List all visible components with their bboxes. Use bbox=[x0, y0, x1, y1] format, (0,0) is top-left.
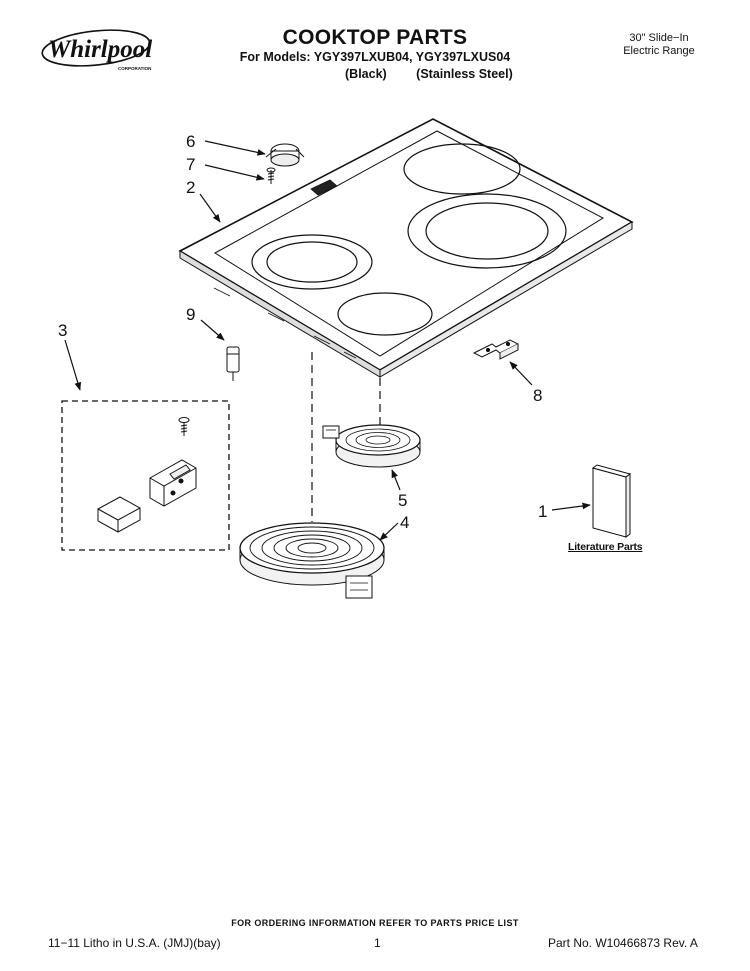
coil-element-large bbox=[239, 522, 385, 599]
callout-5: 5 bbox=[398, 491, 407, 510]
assembly-lines bbox=[311, 352, 381, 522]
range-type: 30" Slide−In Electric Range bbox=[604, 32, 714, 58]
models-line: For Models: YGY397LXUB04, YGY397LXUS04 bbox=[239, 50, 511, 64]
page-title: COOKTOP PARTS bbox=[282, 26, 468, 49]
bracket bbox=[472, 339, 520, 360]
variant-stainless: (Stainless Steel) bbox=[416, 67, 513, 81]
callout-8: 8 bbox=[533, 386, 542, 405]
callout-4: 4 bbox=[400, 513, 409, 532]
callout-3: 3 bbox=[58, 321, 67, 340]
radiant-element-small bbox=[322, 424, 421, 468]
screw bbox=[266, 167, 276, 184]
cooktop-glass bbox=[178, 118, 634, 378]
range-type-line1: 30" Slide−In bbox=[629, 32, 689, 44]
leader-arrows bbox=[64, 140, 591, 541]
callout-7: 7 bbox=[186, 155, 195, 174]
part-number: Part No. W10466873 Rev. A bbox=[548, 936, 698, 950]
whirlpool-logo: Whirlpool CORPORATION bbox=[41, 29, 152, 71]
brand-wordmark: Whirlpool bbox=[48, 36, 152, 63]
limit-switch bbox=[265, 143, 305, 167]
variant-black: (Black) bbox=[345, 67, 387, 81]
ordering-note: FOR ORDERING INFORMATION REFER TO PARTS … bbox=[231, 918, 519, 928]
terminal-block bbox=[97, 417, 197, 533]
literature-manual bbox=[591, 464, 632, 538]
model-variants: (Black) (Stainless Steel) bbox=[330, 67, 530, 81]
callout-1: 1 bbox=[538, 502, 547, 521]
callout-6: 6 bbox=[186, 132, 195, 151]
sensor bbox=[226, 346, 240, 381]
callout-9: 9 bbox=[186, 305, 195, 324]
litho-info: 11−11 Litho in U.S.A. (JMJ)(bay) bbox=[48, 936, 221, 950]
terminal-kit-box bbox=[61, 400, 230, 551]
page-number: 1 bbox=[374, 936, 381, 950]
range-type-line2: Electric Range bbox=[623, 45, 695, 57]
brand-sub: CORPORATION bbox=[118, 66, 151, 71]
literature-parts-label: Literature Parts bbox=[568, 541, 643, 553]
callout-2: 2 bbox=[186, 178, 195, 197]
